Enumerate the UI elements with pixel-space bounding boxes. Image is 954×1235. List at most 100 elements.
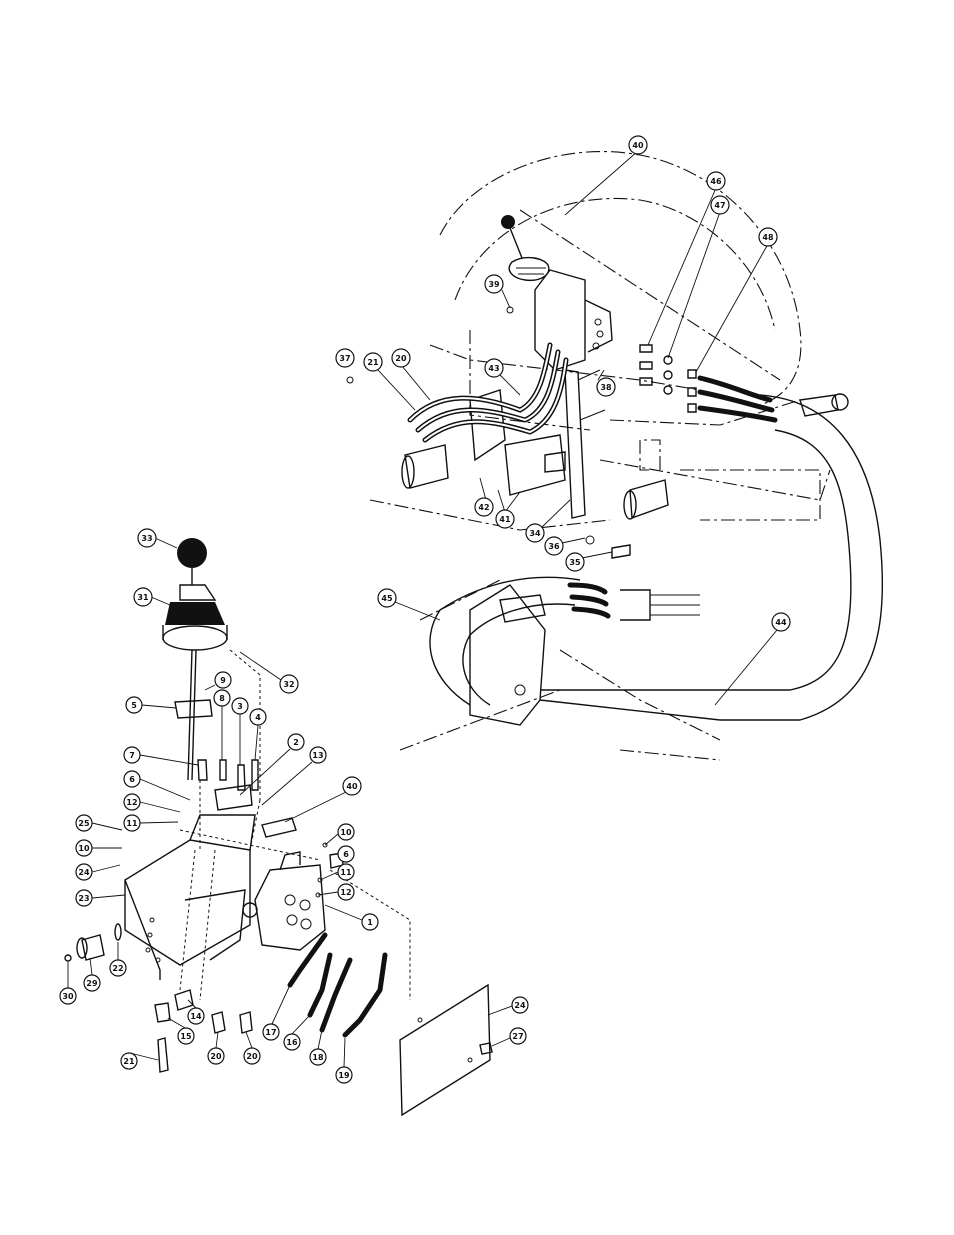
svg-text:10: 10: [340, 828, 352, 837]
svg-text:2: 2: [293, 738, 299, 747]
svg-text:35: 35: [569, 558, 581, 567]
svg-text:40: 40: [632, 141, 644, 150]
svg-text:12: 12: [126, 798, 137, 807]
svg-text:45: 45: [381, 594, 393, 603]
svg-text:8: 8: [219, 694, 225, 703]
svg-text:48: 48: [762, 233, 774, 242]
callout-48: 48: [759, 228, 777, 246]
svg-text:20: 20: [246, 1052, 258, 1061]
svg-text:24: 24: [78, 868, 90, 877]
callout-12-left: 12: [124, 794, 140, 810]
callout-15: 15: [178, 1028, 194, 1044]
svg-text:14: 14: [190, 1012, 202, 1021]
svg-text:13: 13: [312, 751, 323, 760]
callout-33: 33: [138, 529, 156, 547]
svg-text:3: 3: [237, 702, 243, 711]
svg-text:7: 7: [129, 751, 135, 760]
svg-text:33: 33: [141, 534, 152, 543]
svg-text:29: 29: [86, 979, 98, 988]
svg-text:18: 18: [312, 1053, 324, 1062]
callout-16: 16: [284, 1034, 300, 1050]
callout-21-lower: 21: [121, 1053, 137, 1069]
callout-11-right: 11: [338, 864, 354, 880]
svg-text:6: 6: [129, 775, 135, 784]
svg-text:38: 38: [600, 383, 612, 392]
svg-text:21: 21: [367, 358, 379, 367]
callout-1: 1: [362, 914, 378, 930]
svg-text:15: 15: [180, 1032, 192, 1041]
svg-text:34: 34: [529, 529, 541, 538]
svg-text:6: 6: [343, 850, 349, 859]
svg-text:16: 16: [286, 1038, 298, 1047]
callout-23: 23: [76, 890, 92, 906]
svg-text:21: 21: [123, 1057, 135, 1066]
callout-37: 37: [336, 349, 354, 367]
svg-text:11: 11: [126, 819, 138, 828]
svg-text:10: 10: [78, 844, 90, 853]
svg-text:24: 24: [514, 1001, 526, 1010]
callout-36: 36: [545, 537, 563, 555]
callout-8: 8: [214, 690, 230, 706]
svg-text:25: 25: [78, 819, 90, 828]
svg-text:31: 31: [137, 593, 149, 602]
callout-24-left: 24: [76, 864, 92, 880]
callout-22: 22: [110, 960, 126, 976]
upper-assembly: [347, 152, 882, 760]
callout-41: 41: [496, 510, 514, 528]
callout-31: 31: [134, 588, 152, 606]
callout-47: 47: [711, 196, 729, 214]
svg-text:4: 4: [255, 713, 261, 722]
svg-text:27: 27: [512, 1032, 523, 1041]
callout-30: 30: [60, 988, 76, 1004]
callout-46: 46: [707, 172, 725, 190]
callout-24-right: 24: [512, 997, 528, 1013]
callout-12-right: 12: [338, 884, 354, 900]
callout-38: 38: [597, 378, 615, 396]
callout-35: 35: [566, 553, 584, 571]
svg-text:41: 41: [499, 515, 511, 524]
callout-29: 29: [84, 975, 100, 991]
svg-text:20: 20: [395, 354, 407, 363]
svg-text:43: 43: [488, 364, 499, 373]
svg-text:20: 20: [210, 1052, 222, 1061]
svg-text:39: 39: [488, 280, 500, 289]
callout-17: 17: [263, 1024, 279, 1040]
callout-27: 27: [510, 1028, 526, 1044]
callout-10-right: 10: [338, 824, 354, 840]
svg-text:1: 1: [367, 918, 373, 927]
svg-text:40: 40: [346, 782, 358, 791]
callout-19: 19: [336, 1067, 352, 1083]
callout-10-left: 10: [76, 840, 92, 856]
callout-4: 4: [250, 709, 266, 725]
callout-40: 40: [629, 136, 647, 154]
svg-text:32: 32: [283, 680, 294, 689]
callout-20-a: 20: [208, 1048, 224, 1064]
callout-18: 18: [310, 1049, 326, 1065]
svg-text:47: 47: [714, 201, 725, 210]
svg-text:46: 46: [710, 177, 722, 186]
callout-43: 43: [485, 359, 503, 377]
callout-42: 42: [475, 498, 493, 516]
callout-3: 3: [232, 698, 248, 714]
svg-text:42: 42: [478, 503, 489, 512]
svg-text:23: 23: [78, 894, 89, 903]
callout-6-left: 6: [124, 771, 140, 787]
callout-2: 2: [288, 734, 304, 750]
svg-text:17: 17: [265, 1028, 276, 1037]
svg-text:5: 5: [131, 701, 137, 710]
callout-40-lower: 40: [343, 777, 361, 795]
svg-text:12: 12: [340, 888, 351, 897]
callout-25: 25: [76, 815, 92, 831]
callout-32: 32: [280, 675, 298, 693]
callout-5: 5: [126, 697, 142, 713]
callout-34: 34: [526, 524, 544, 542]
callout-13: 13: [310, 747, 326, 763]
svg-text:37: 37: [339, 354, 350, 363]
svg-text:44: 44: [775, 618, 787, 627]
callout-21-upper: 21: [364, 353, 382, 371]
callout-14: 14: [188, 1008, 204, 1024]
svg-text:22: 22: [112, 964, 123, 973]
callout-6-right: 6: [338, 846, 354, 862]
callout-11-left: 11: [124, 815, 140, 831]
